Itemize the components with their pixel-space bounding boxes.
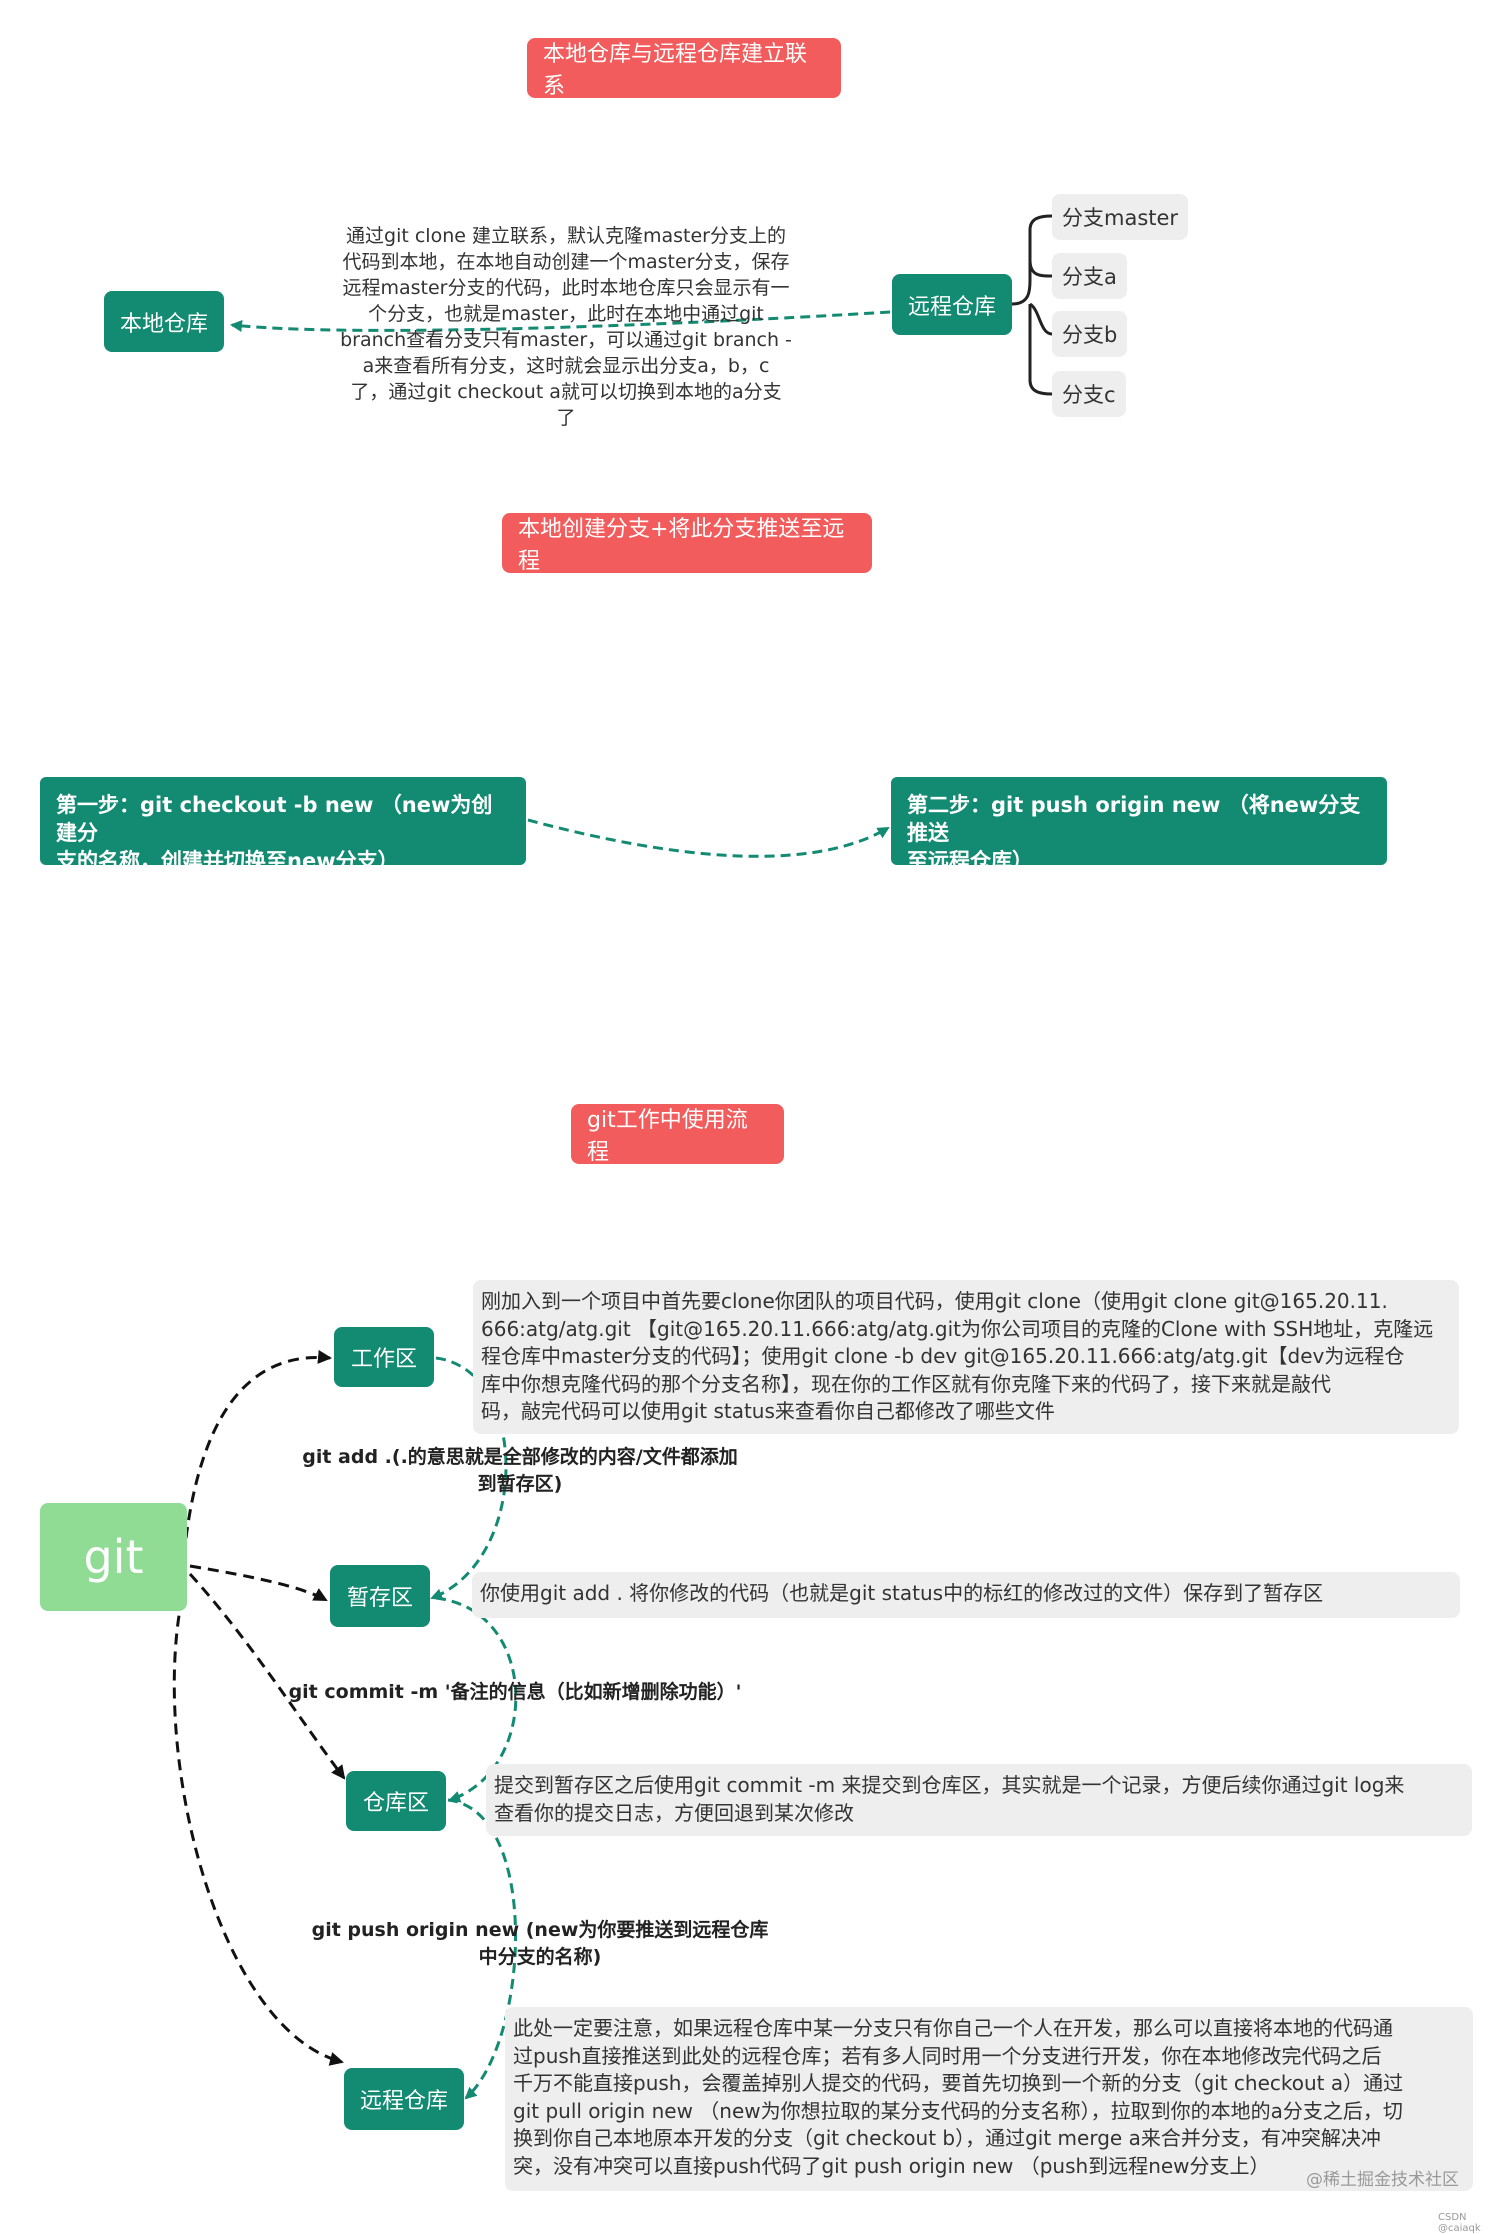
step2-line: 至远程仓库） [907, 849, 1033, 873]
section2-title: 本地创建分支+将此分支推送至远程 [502, 513, 872, 574]
workspace-note-line: 程仓库中master分支的代码】；使用git clone -b dev git@… [481, 1344, 1405, 1368]
branch-label: 分支b [1062, 323, 1118, 347]
clone-description: 通过git clone 建立联系，默认克隆master分支上的 代码到本地，在本… [326, 223, 806, 431]
section2-title-text: 本地创建分支+将此分支推送至远程 [518, 517, 845, 574]
git-to-repository-connector [188, 1572, 346, 1780]
remote-label: 远程仓库 [359, 2089, 448, 2114]
branch-label: 分支a [1062, 265, 1117, 289]
clone-description-line: 通过git clone 建立联系，默认克隆master分支上的 [346, 225, 786, 247]
git-add-label-line: git add .(.的意思就是全部修改的内容/文件都添加 [302, 1446, 738, 1468]
workspace-note-line: 库中你想克隆代码的那个分支名称】，现在你的工作区就有你克隆下来的代码了，接下来就… [481, 1371, 1331, 1396]
clone-description-line: 个分支，也就是master，此时在本地中通过git [368, 303, 764, 325]
remote-note-line: git pull origin new （new为你想拉取的某分支代码的分支名称… [513, 2098, 1403, 2123]
clone-description-line: 代码到本地，在本地自动创建一个master分支，保存 [342, 251, 790, 273]
git-push-label-line: 中分支的名称) [478, 1946, 602, 1968]
branch-a: 分支a [1052, 253, 1127, 299]
staging-note: 你使用git add . 将你修改的代码（也就是git status中的标红的修… [472, 1572, 1460, 1618]
branch-label: 分支master [1062, 206, 1179, 230]
section3-title-text: git工作中使用流程 [587, 1108, 748, 1165]
git-commit-label-line: git commit -m '备注的信息（比如新增删除功能）' [288, 1681, 742, 1703]
remote-note-line: 突，没有冲突可以直接push代码了git push origin new （pu… [513, 2153, 1270, 2178]
remote-note-line: 此处一定要注意，如果远程仓库中某一分支只有你自己一个人在开发，那么可以直接将本地… [513, 2016, 1393, 2040]
workspace-note-line: 码，敲完代码可以使用git status来查看你自己都修改了哪些文件 [481, 1399, 1055, 1423]
remote-repo-label: 远程仓库 [907, 294, 996, 320]
clone-description-line: branch查看分支只有master，可以通过git branch - [340, 329, 792, 351]
branch-c: 分支c [1052, 371, 1126, 417]
clone-description-line: 了，通过git checkout a就可以切换到本地的a分支 [350, 381, 782, 403]
local-repo-node: 本地仓库 [104, 291, 224, 352]
section3-title: git工作中使用流程 [571, 1104, 784, 1165]
section1-title-text: 本地仓库与远程仓库建立联系 [543, 42, 808, 99]
git-commit-label: git commit -m '备注的信息（比如新增删除功能）' [270, 1679, 760, 1706]
workspace-note: 刚加入到一个项目中首先要clone你团队的项目代码，使用git clone（使用… [473, 1280, 1459, 1434]
workspace-note-line: 666:atg/atg.git 【git@165.20.11.666:atg/a… [481, 1316, 1434, 1341]
csdn-watermark: CSDN @caiaqk [1438, 2212, 1512, 2234]
git-to-workspace-connector [184, 1349, 332, 1539]
remote-note-line: 换到你自己本地原本开发的分支（git checkout b），通过git mer… [513, 2126, 1381, 2150]
staging-label: 暂存区 [346, 1586, 413, 1611]
git-add-label: git add .(.的意思就是全部修改的内容/文件都添加 到暂存区) [270, 1444, 770, 1498]
clone-description-line: a来查看所有分支，这时就会显示出分支a，b，c [362, 355, 770, 377]
git-add-label-line: 到暂存区) [477, 1473, 563, 1495]
branch-label: 分支c [1062, 383, 1116, 407]
remote-note-line: 过push直接推送到此处的远程仓库；若有多人同时用一个分支进行开发，你在本地修改… [513, 2043, 1382, 2068]
git-root-node: git [40, 1503, 187, 1611]
step1-line: 支的名称，创建并切换至new分支） [56, 849, 399, 873]
csdn-watermark-text: CSDN @caiaqk [1438, 2212, 1481, 2234]
remote-node: 远程仓库 [344, 2068, 464, 2130]
workspace-label: 工作区 [350, 1347, 417, 1372]
git-push-label: git push origin new (new为你要推送到远程仓库 中分支的名… [290, 1917, 790, 1971]
workspace-note-line: 刚加入到一个项目中首先要clone你团队的项目代码，使用git clone（使用… [481, 1289, 1388, 1313]
repository-note-line: 查看你的提交日志，方便回退到某次修改 [494, 1800, 854, 1825]
repository-note-line: 提交到暂存区之后使用git commit -m 来提交到仓库区，其实就是一个记录… [494, 1773, 1405, 1797]
juejin-watermark-text: @稀土掘金技术社区 [1306, 2170, 1459, 2190]
git-root-label: git [83, 1530, 144, 1584]
section1-title: 本地仓库与远程仓库建立联系 [527, 38, 841, 99]
workspace-node: 工作区 [334, 1327, 434, 1387]
staging-node: 暂存区 [330, 1565, 430, 1627]
git-push-label-line: git push origin new (new为你要推送到远程仓库 [311, 1919, 769, 1941]
remote-note: 此处一定要注意，如果远程仓库中某一分支只有你自己一个人在开发，那么可以直接将本地… [505, 2007, 1473, 2191]
step2-line: 第二步：git push origin new （将new分支推送 [907, 793, 1361, 845]
staging-to-repository-connector [435, 1596, 518, 1803]
branch-b: 分支b [1052, 311, 1128, 357]
juejin-watermark: @稀土掘金技术社区 [1306, 2165, 1459, 2190]
step1-to-step2-connector [527, 818, 890, 858]
step1-line: 第一步：git checkout -b new （new为创建分 [56, 793, 493, 845]
clone-description-line: 远程master分支的代码，此时本地仓库只会显示有一 [342, 277, 790, 299]
repository-node: 仓库区 [346, 1771, 446, 1831]
remote-to-local-connector [230, 310, 891, 332]
step1-node: 第一步：git checkout -b new （new为创建分 支的名称，创建… [40, 777, 526, 873]
step2-node: 第二步：git push origin new （将new分支推送 至远程仓库） [891, 777, 1387, 873]
branch-bracket [1011, 214, 1053, 396]
staging-note-line: 你使用git add . 将你修改的代码（也就是git status中的标红的修… [480, 1581, 1324, 1605]
clone-description-line: 了 [556, 407, 576, 429]
remote-repo-node: 远程仓库 [892, 274, 1012, 335]
repository-note: 提交到暂存区之后使用git commit -m 来提交到仓库区，其实就是一个记录… [486, 1764, 1472, 1836]
local-repo-label: 本地仓库 [119, 311, 208, 337]
branch-master: 分支master [1052, 194, 1189, 240]
remote-note-line: 千万不能直接push，会覆盖掉别人提交的代码，要首先切换到一个新的分支（git … [513, 2071, 1404, 2095]
repository-label: 仓库区 [362, 1791, 429, 1816]
workspace-to-staging-connector [430, 1356, 508, 1600]
repository-to-remote-connector [447, 1798, 518, 2100]
git-to-staging-connector [189, 1564, 328, 1602]
git-to-remote-connector [172, 1597, 344, 2066]
